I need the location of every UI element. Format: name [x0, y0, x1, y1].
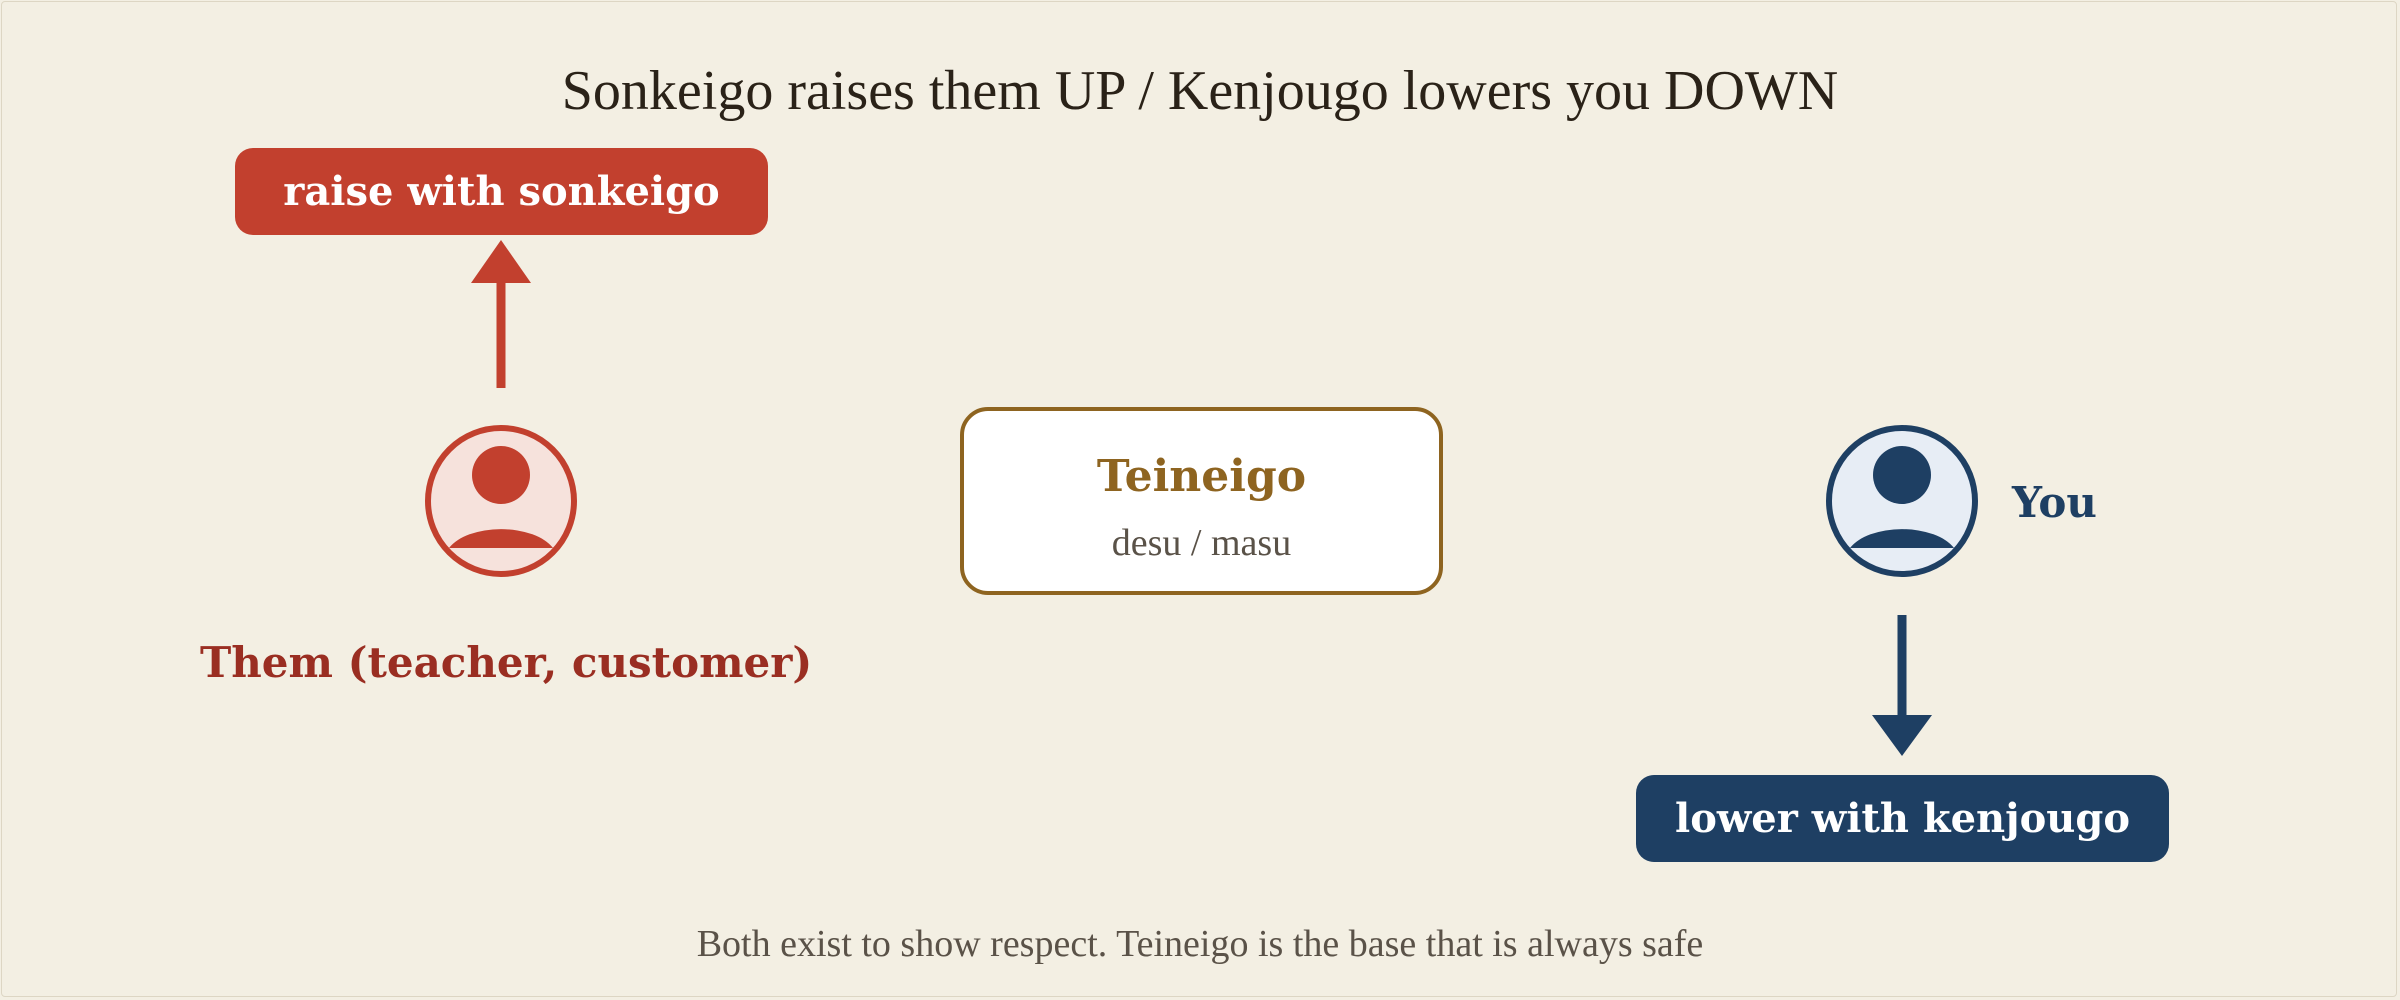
you-person-icon [1826, 425, 1978, 577]
diagram-title: Sonkeigo raises them UP / Kenjougo lower… [561, 60, 1839, 122]
arrow-up-icon [471, 240, 531, 388]
footer-note: Both exist to show respect. Teineigo is … [696, 923, 1704, 965]
teineigo-subtitle: desu / masu [1111, 522, 1292, 564]
teineigo-box: Teineigo desu / masu [960, 407, 1443, 595]
teineigo-title: Teineigo [1096, 451, 1307, 502]
arrow-down-icon [1872, 615, 1932, 756]
lower-with-kenjougo-label: lower with kenjougo [1636, 775, 2169, 862]
you-label: You [2012, 478, 2097, 527]
raise-with-sonkeigo-label: raise with sonkeigo [235, 148, 768, 235]
them-person-icon [425, 425, 577, 577]
them-label: Them (teacher, customer) [200, 638, 813, 687]
